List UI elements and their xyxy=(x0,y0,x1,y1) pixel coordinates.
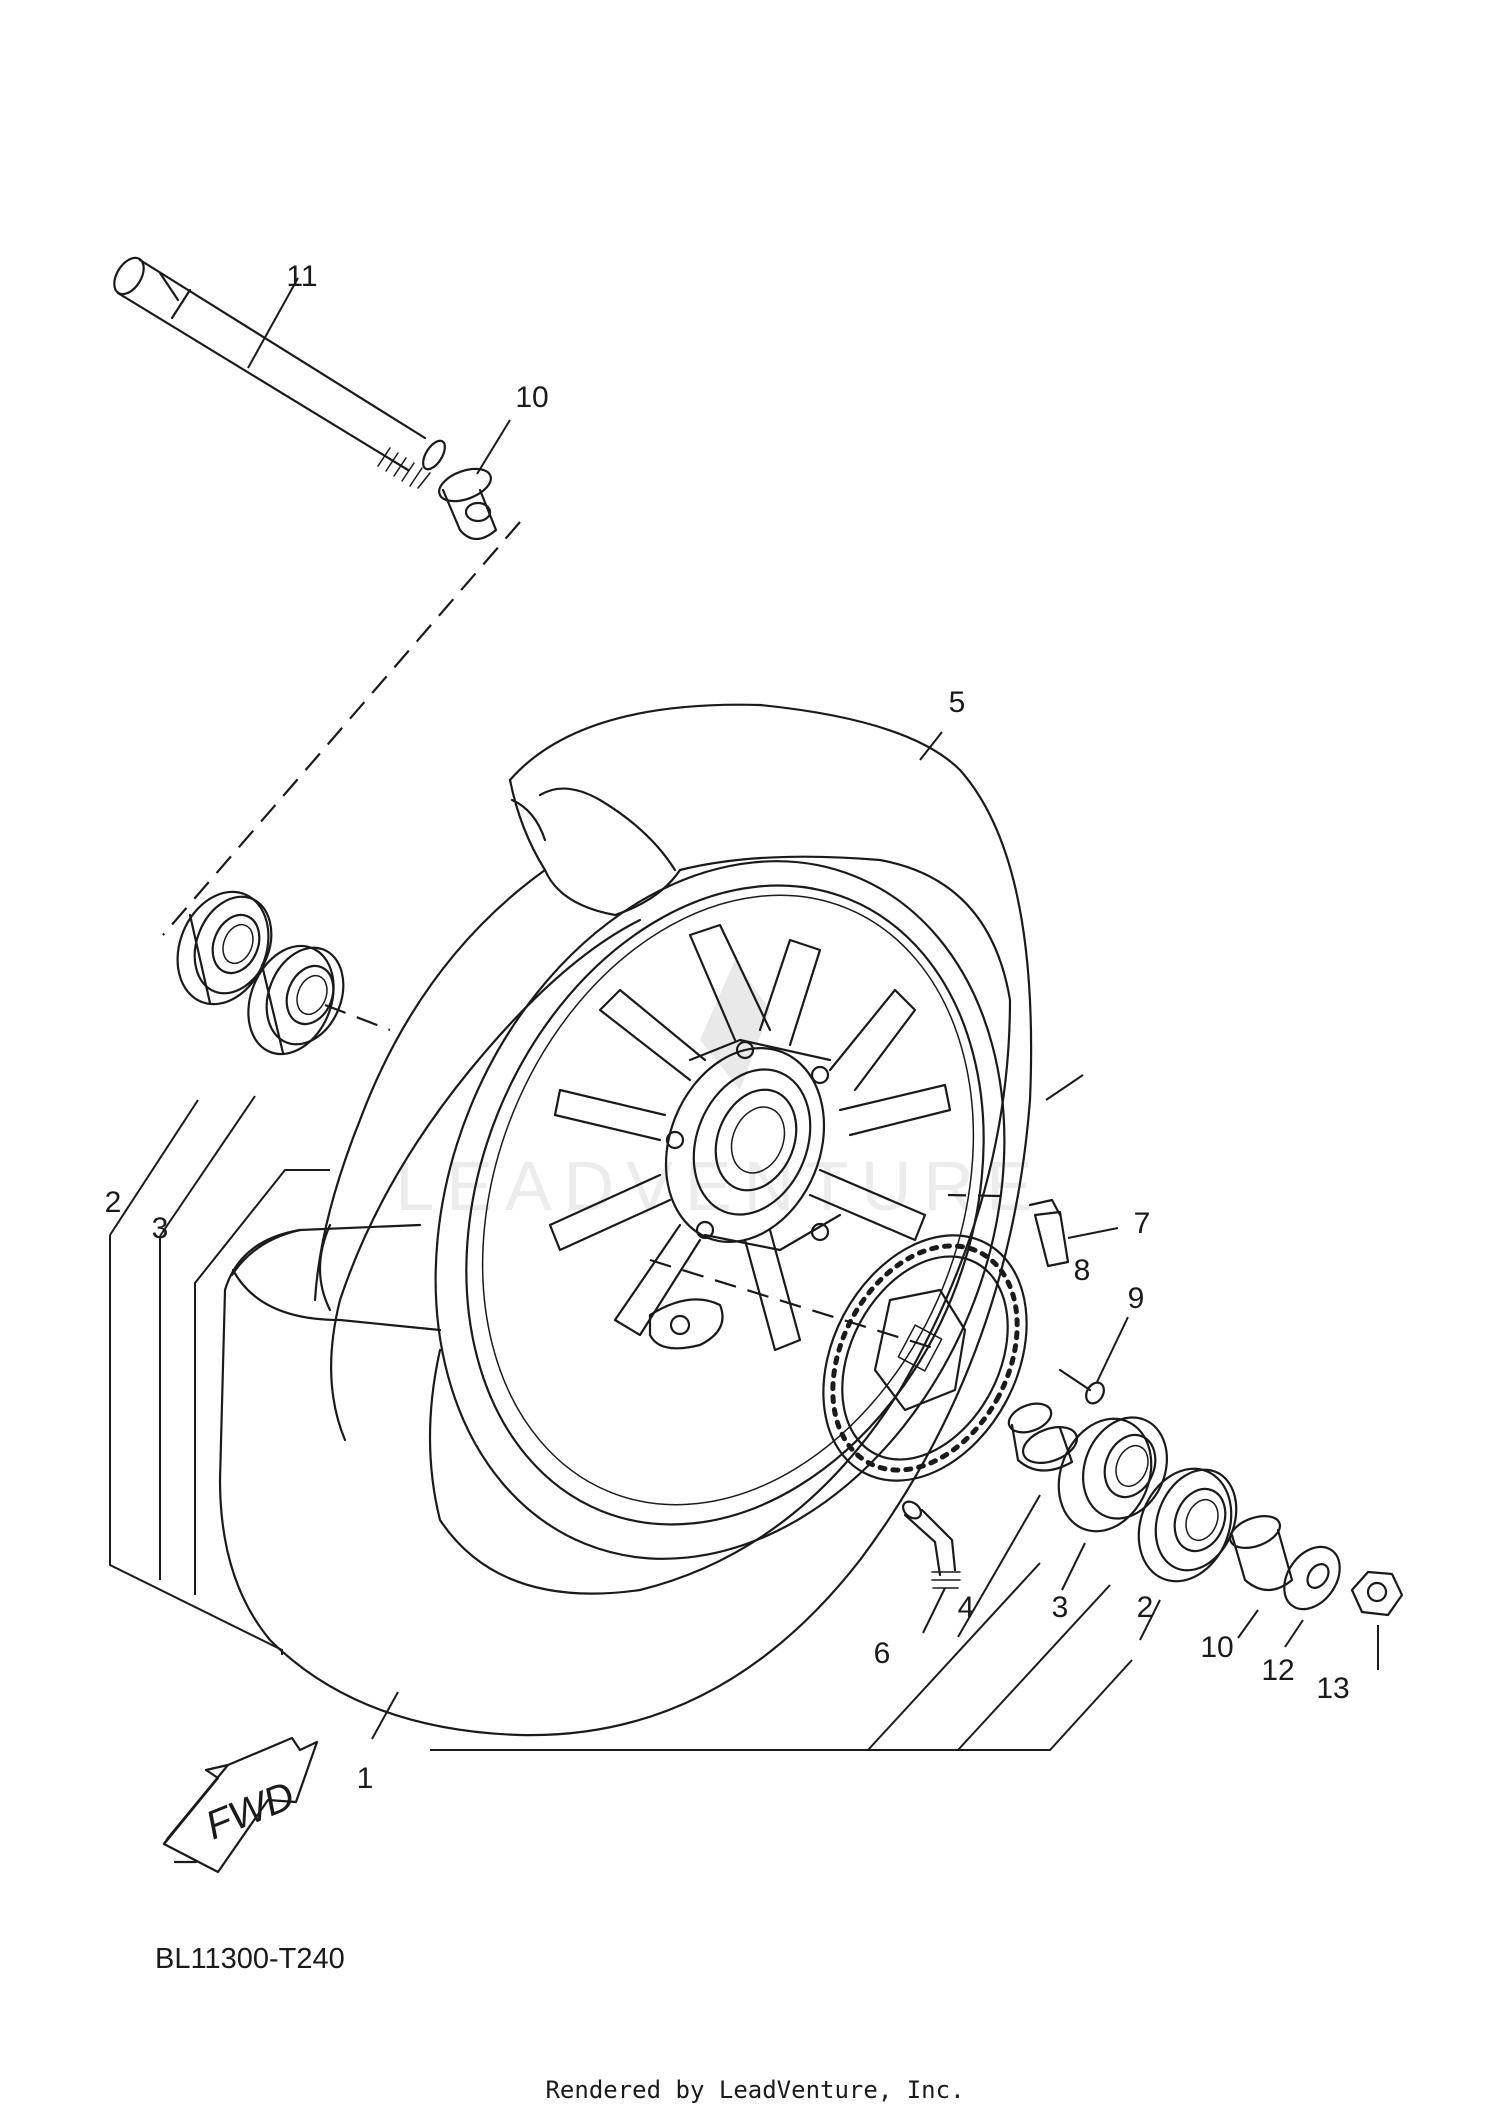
callout-2-left[interactable]: 2 xyxy=(105,1186,122,1219)
sensor-rotor-part-8 xyxy=(822,1234,1028,1482)
callout-13[interactable]: 13 xyxy=(1316,1672,1349,1705)
collar-part-10-right xyxy=(1229,1515,1294,1592)
spacer-part-4 xyxy=(1007,1402,1078,1472)
callout-12[interactable]: 12 xyxy=(1261,1654,1294,1687)
wheel-spokes xyxy=(548,923,952,1352)
credit-text: Rendered by LeadVenture, Inc. xyxy=(545,2076,964,2104)
axle-part-11 xyxy=(113,256,446,489)
callout-4[interactable]: 4 xyxy=(958,1591,975,1624)
bearing-part-3-left xyxy=(247,944,345,1056)
callouts: 11 10 5 2 3 7 8 9 6 4 3 2 10 12 13 1 xyxy=(105,260,1350,1795)
callout-8[interactable]: 8 xyxy=(1074,1254,1091,1287)
callout-7[interactable]: 7 xyxy=(1134,1207,1151,1240)
bearing-part-3-right xyxy=(1057,1416,1168,1533)
callout-3-left[interactable]: 3 xyxy=(152,1212,169,1245)
callout-3-right[interactable]: 3 xyxy=(1052,1591,1069,1624)
watermark: LEADVENTURE xyxy=(395,960,1044,1225)
fwd-arrow: FWD xyxy=(162,1736,319,1874)
callout-10-top[interactable]: 10 xyxy=(515,381,548,414)
oil-seal-part-2-left xyxy=(176,890,273,1006)
callout-9[interactable]: 9 xyxy=(1128,1282,1145,1315)
collar-part-10-top xyxy=(438,467,498,541)
wheel-hub xyxy=(664,1038,842,1252)
diagram-code: BL11300-T240 xyxy=(155,1943,345,1975)
valve-mount xyxy=(648,1298,724,1350)
callout-5[interactable]: 5 xyxy=(949,686,966,719)
oil-seal-part-2-right xyxy=(1137,1467,1238,1583)
callout-1[interactable]: 1 xyxy=(357,1762,374,1795)
leader-lines xyxy=(109,277,1379,1751)
wheel-assembly-part-1 xyxy=(218,703,1033,1737)
washer-part-12 xyxy=(1283,1545,1341,1611)
callout-10-right[interactable]: 10 xyxy=(1200,1631,1233,1664)
nut-part-13 xyxy=(1350,1570,1404,1617)
callout-2-right[interactable]: 2 xyxy=(1137,1591,1154,1624)
callout-11[interactable]: 11 xyxy=(286,260,317,293)
balance-weight-part-7 xyxy=(1028,1198,1070,1268)
fwd-label: FWD xyxy=(200,1773,301,1848)
watermark-text: LEADVENTURE xyxy=(395,1147,1044,1225)
valve-part-6 xyxy=(902,1500,961,1589)
screw-part-9 xyxy=(1058,1368,1105,1405)
callout-6[interactable]: 6 xyxy=(874,1637,891,1670)
axle-centerline xyxy=(162,521,1001,1352)
